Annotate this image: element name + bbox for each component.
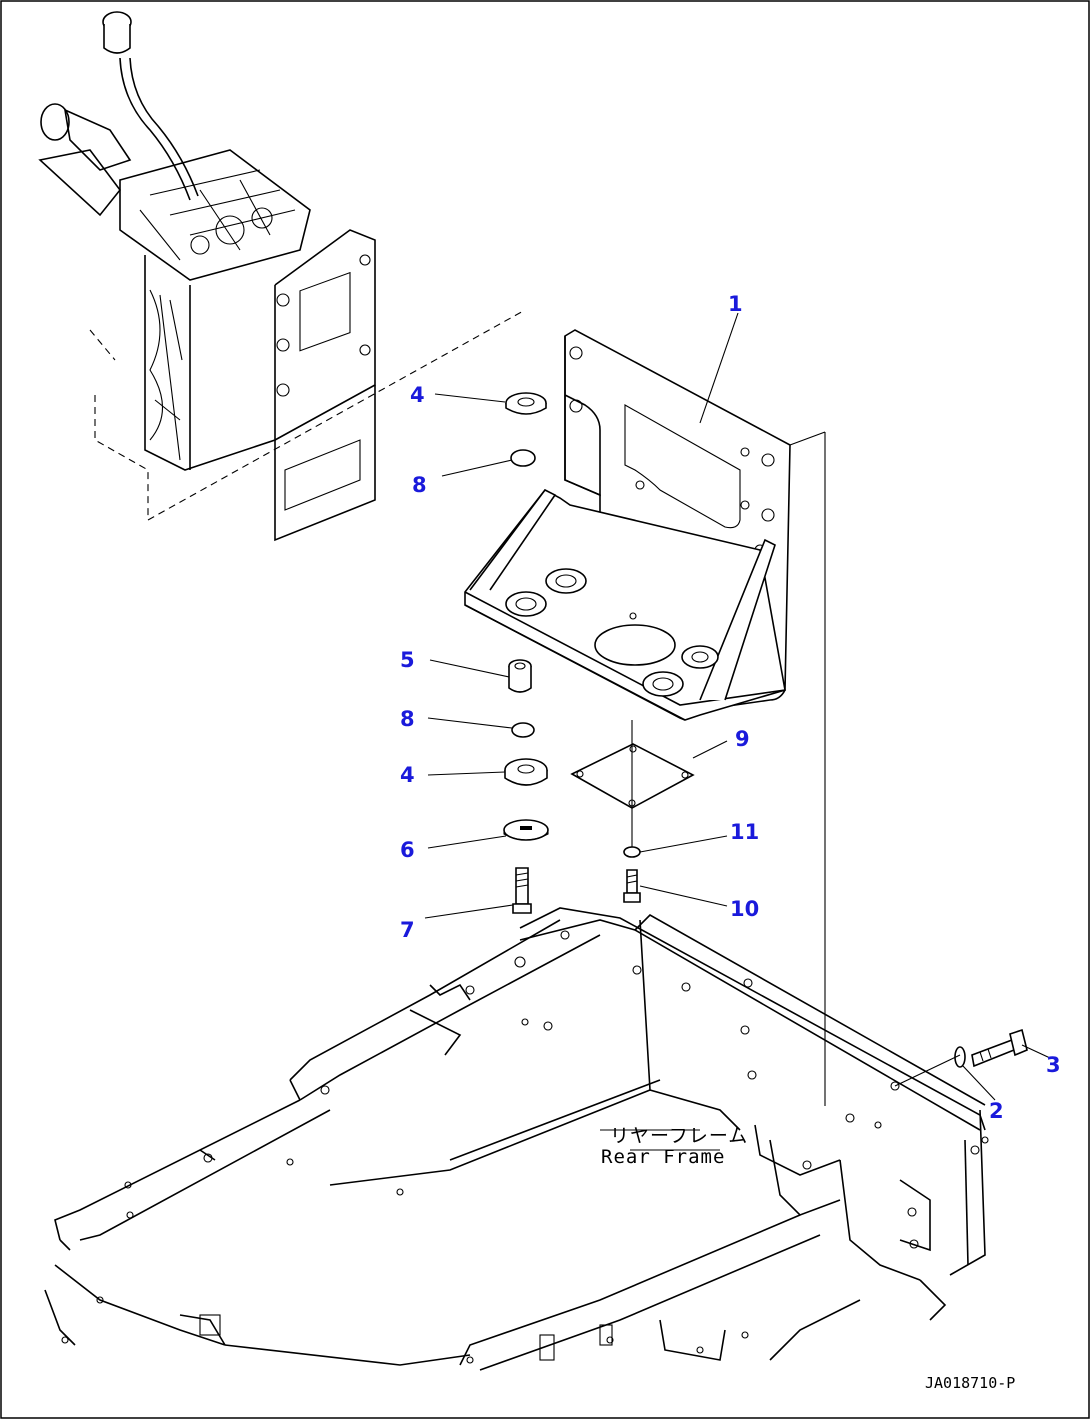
callout-6: 6 [400, 838, 415, 862]
part-5-spacer-collar [508, 659, 532, 693]
callout-8-lower: 8 [400, 707, 415, 731]
part-8-upper-washer [510, 449, 536, 467]
callout-4-lower: 4 [400, 763, 415, 787]
callout-7: 7 [400, 918, 415, 942]
drawing-id: JA018710-P [925, 1374, 1015, 1392]
callout-1: 1 [728, 292, 743, 316]
callout-2: 2 [989, 1099, 1004, 1123]
callout-8-upper: 8 [412, 473, 427, 497]
leader-lines [424, 312, 1051, 1101]
control-valve-assembly [38, 11, 526, 542]
part-9-cover-plate [570, 720, 695, 848]
callout-11: 11 [730, 820, 759, 844]
part-6-plate-washer [503, 819, 549, 841]
part-4-lower-rubber-mount [504, 758, 548, 786]
bracket-part-1 [464, 329, 791, 721]
part-7-bolt [512, 867, 532, 914]
part-4-upper-rubber-mount [505, 392, 547, 415]
callout-3: 3 [1046, 1053, 1061, 1077]
part-3-bolt [894, 1028, 1028, 1087]
part-11-lock-washer [623, 846, 641, 858]
frame-label-english: Rear Frame [601, 1146, 725, 1168]
callouts: 1 2 3 4 4 5 6 7 8 8 9 10 11 [400, 292, 1061, 1123]
part-8-lower-washer [511, 722, 535, 738]
callout-5: 5 [400, 648, 415, 672]
rear-frame [44, 907, 989, 1371]
callout-4-upper: 4 [410, 383, 425, 407]
callout-10: 10 [730, 897, 759, 921]
part-10-bolt [623, 869, 641, 903]
callout-9: 9 [735, 727, 750, 751]
frame-label-japanese: リヤーフレーム [610, 1125, 748, 1147]
